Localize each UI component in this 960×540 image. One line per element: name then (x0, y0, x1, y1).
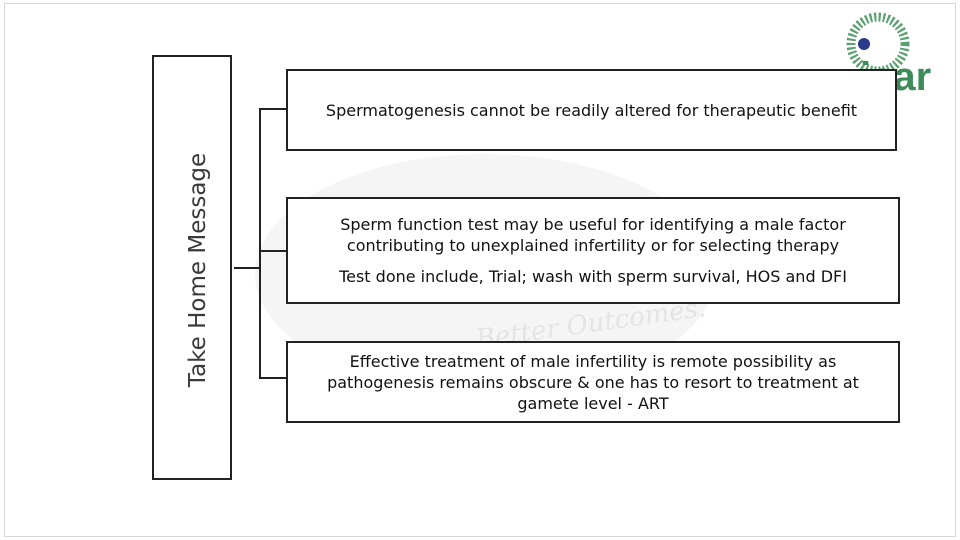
connector-branch-1 (259, 108, 288, 110)
connector-branch-2 (259, 250, 288, 252)
side-title: Take Home Message (185, 152, 211, 388)
message-text: Spermatogenesis cannot be readily altere… (325, 100, 858, 120)
title-box (152, 55, 232, 480)
message-text: Test done include, Trial; wash with sper… (339, 267, 847, 286)
message-box-3: Effective treatment of male infertility … (286, 341, 900, 423)
message-box-2: Sperm function test may be useful for id… (286, 197, 900, 304)
connector-trunk (259, 108, 261, 378)
message-text: Sperm function test may be useful for id… (340, 215, 846, 255)
sunburst-icon (846, 12, 910, 76)
connector-stub (234, 267, 261, 269)
connector-branch-3 (259, 377, 288, 379)
message-text: Effective treatment of male infertility … (327, 351, 859, 413)
message-box-1: Spermatogenesis cannot be readily altere… (286, 69, 897, 151)
